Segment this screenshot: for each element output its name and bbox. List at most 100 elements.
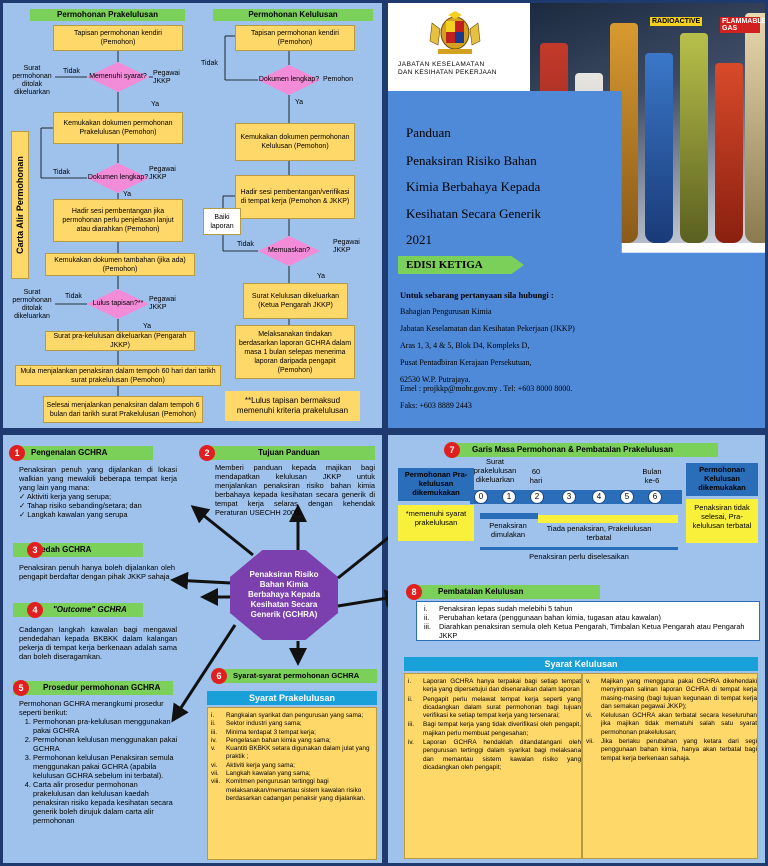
kelulusan-row: i.Laporan GCHRA hanya terpakai bagi seti… — [408, 678, 581, 694]
pembatalan-row: i.Penaksiran lepas sudah melebihi 5 tahu… — [424, 604, 573, 613]
flow-right-d1-applicant: Pemohon — [323, 76, 353, 83]
prakelulusan-row: viii.Komitmen pengurusan tertinggi bagi … — [211, 778, 366, 802]
flow-left-yes-2: Ya — [123, 191, 132, 198]
flow-right-step-3: Hadir sesi pembentangan/verifikasi di te… — [235, 175, 355, 219]
section-2-text: Memberi panduan kepada majikan bagi mend… — [215, 463, 375, 517]
section-1-number: 1 — [9, 445, 25, 461]
flow-left-d3-no: Tidak — [65, 293, 82, 300]
info-arrows — [170, 504, 307, 723]
flow-right-step-5: Melaksanakan tindakan berdasarkan lapora… — [235, 325, 355, 379]
section-5-item: Permohonan kelulusan Penaksiran semula m… — [33, 753, 179, 780]
flow-left-reject-1: Surat permohonan ditolak dikeluarkan — [12, 65, 52, 96]
contact-heading: Untuk sebarang pertanyaan sila hubungi : — [400, 290, 554, 300]
section-7-number: 7 — [444, 442, 460, 458]
section-3-text: Penaksiran penuh hanya boleh dijalankan … — [19, 563, 175, 581]
flow-left-step-4: Kemukakan dokumen tambahan (jika ada) (P… — [45, 253, 195, 276]
section-4-text: Cadangan langkah kawalan bagi mengawal p… — [19, 625, 177, 661]
flow-left-d1-no: Tidak — [63, 68, 80, 75]
hari-60-label: 60 hari — [529, 467, 543, 485]
prakelulusan-list: i.Rangkaian syarikat dan pengurusan yang… — [207, 707, 377, 860]
section-1-item: ✓ Langkah kawalan yang serupa — [19, 510, 128, 519]
section-5-header: Prosedur permohonan GCHRA — [13, 681, 173, 695]
kelulusan-row: iv.Laporan GCHRA hendaklah ditandatangan… — [408, 739, 581, 771]
prakelulusan-row: vi.Aktiviti kerja yang sama; — [211, 761, 295, 769]
kelulusan-title: Syarat Kelulusan — [404, 657, 758, 671]
section-4-header: "Outcome" GCHRA — [13, 603, 143, 617]
flow-left-yes-1: Ya — [151, 101, 160, 108]
section-1-item: ✓ Aktiviti kerja yang serupa; — [19, 492, 112, 501]
kelulusan-row: ii.Pengapit perlu melawat tempat kerja s… — [408, 695, 581, 720]
flow-left-decision-2: Dokumen lengkap? — [87, 163, 149, 193]
cover-panel: RADIOACTIVE FLAMMABLE GAS JABATAN KESELA… — [388, 3, 765, 428]
contact-line-4: Pusat Pentadbiran Kerajaan Persekutuan, — [400, 358, 532, 367]
malaysia-crest-icon — [426, 11, 484, 57]
contact-line-1: Bahagian Pengurusan Kimia — [400, 307, 492, 316]
flow-right-note: **Lulus tapisan bermaksud memenuhi krite… — [225, 391, 360, 421]
bulan-6-label: Bulan ke-6 — [642, 467, 662, 485]
section-4-number: 4 — [27, 602, 43, 618]
dimulakan-arrow — [480, 513, 538, 519]
flow-right-header: Permohonan Kelulusan — [213, 9, 373, 21]
section-1-item: ✓ Tahap risiko sebanding/setara; dan — [19, 501, 142, 510]
diselesaikan-arrow — [480, 547, 678, 550]
section-5-item: Permohonan pra-kelulusan menggunakan pak… — [33, 717, 179, 735]
title-line-1: Panduan — [406, 125, 451, 140]
kelulusan-row: vii.Jika berlaku perubahan yang ketara d… — [586, 738, 757, 762]
kelulusan-row: v.Majikan yang mengguna pakai GCHRA dike… — [586, 678, 757, 710]
title-line-4: Kesihatan Secara Generik — [406, 206, 541, 221]
timeline-dot: 1 — [502, 490, 516, 504]
edition-banner: EDISI KETIGA — [398, 256, 524, 274]
flow-left-reject-2: Surat permohonan ditolak dikeluarkan — [12, 289, 52, 320]
flow-right-yes-2: Ya — [317, 273, 326, 280]
prakelulusan-row: vii.Langkah kawalan yang sama; — [211, 770, 311, 778]
flow-left-decision-1: Memenuhi syarat? — [87, 62, 149, 92]
flow-right-d2-no: Tidak — [237, 241, 254, 248]
flow-right-decision-2: Memuaskan? — [258, 236, 320, 266]
flow-left-step-1: Tapisan permohonan kendiri (Pemohon) — [53, 25, 183, 51]
prakelulusan-title: Syarat Prakelulusan — [207, 691, 377, 705]
terbatal-label: Tiada penaksiran, Prakelulusan terbatal — [546, 524, 652, 542]
title-line-3: Kimia Berbahaya Kepada — [406, 179, 541, 194]
flow-left-decision-3: Lulus tapisan?** — [87, 289, 149, 319]
diselesaikan-label: Penaksiran perlu diselesaikan — [529, 552, 629, 561]
flow-left-header: Permohonan Prakelulusan — [30, 9, 185, 21]
contact-line-7: Faks: +603 8889 2443 — [400, 401, 472, 410]
kelulusan-row: vi.Kelulusan GCHRA akan terbatal secara … — [586, 712, 757, 736]
kelulusan-left-list: i.Laporan GCHRA hanya terpakai bagi seti… — [404, 673, 582, 859]
timeline-panel: Garis Masa Permohonan & Pembatalan Prake… — [388, 435, 765, 863]
flammable-label: FLAMMABLE GAS — [720, 17, 765, 33]
org-name-line-2: DAN KESIHATAN PEKERJAAN — [398, 69, 497, 76]
flow-left-d1-officer: Pegawai JKKP — [153, 70, 180, 85]
section-7-header: Garis Masa Permohonan & Pembatalan Prake… — [448, 443, 718, 457]
flow-right-step-1: Tapisan permohonan kendiri (Pemohon) — [235, 25, 355, 51]
prakelulusan-row: iv.Pengelasan bahan kimia yang sama; — [211, 736, 331, 744]
pembatalan-row: ii.Perubahan ketara (penggunaan bahan ki… — [424, 613, 661, 622]
contact-line-5: 62530 W.P. Putrajaya. — [400, 375, 471, 384]
pembatalan-list: i.Penaksiran lepas sudah melebihi 5 tahu… — [416, 601, 760, 641]
dimulakan-label: Penaksiran dimulakan — [489, 521, 527, 539]
section-6-number: 6 — [211, 668, 227, 684]
flow-left-step-3: Hadir sesi pembentangan jika permohonan … — [53, 199, 183, 242]
contact-line-6: Emel : projkkp@mohr.gov.my . Tel: +603 8… — [400, 384, 573, 393]
flow-right-d1-no: Tidak — [201, 60, 218, 67]
flow-left-step-6: Mula menjalankan penaksiran dalam tempoh… — [15, 365, 221, 386]
flowchart-side-label: Carta Alir Permohonan — [11, 131, 29, 279]
flow-left-step-5: Surat pra-kelulusan dikeluarkan (Pengara… — [45, 331, 195, 351]
timeline-dot: 4 — [592, 490, 606, 504]
flow-right-decision-1: Dokumen lengkap? — [258, 65, 320, 95]
flow-connectors — [40, 35, 290, 396]
section-2-header: Tujuan Panduan — [203, 446, 375, 460]
timeline-dot: 5 — [620, 490, 634, 504]
title-line-5: 2021 — [406, 232, 432, 247]
syarat-note: *memenuhi syarat prakelulusan — [398, 505, 474, 541]
kelulusan-right-list: v.Majikan yang mengguna pakai GCHRA dike… — [582, 673, 758, 859]
gchra-center-badge: Penaksiran Risiko Bahan Kimia Berbahaya … — [230, 550, 338, 640]
section-5-number: 5 — [13, 680, 29, 696]
flow-right-step-2: Kemukakan dokumen permohonan Kelulusan (… — [235, 123, 355, 161]
kelulusan-submitted-box: Permohonan Kelulusan dikemukakan — [686, 463, 758, 496]
pembatalan-row: iii.Diarahkan penaksiran semula oleh Ket… — [424, 622, 745, 640]
prakelulusan-row: iii.Minima terdapat 3 tempat kerja; — [211, 728, 316, 736]
contact-line-2: Jabatan Keselamatan dan Kesihatan Pekerj… — [400, 324, 575, 333]
section-1-header: Pengenalan GCHRA — [13, 446, 153, 460]
flow-right-fix-report: Baiki laporan — [203, 208, 241, 235]
